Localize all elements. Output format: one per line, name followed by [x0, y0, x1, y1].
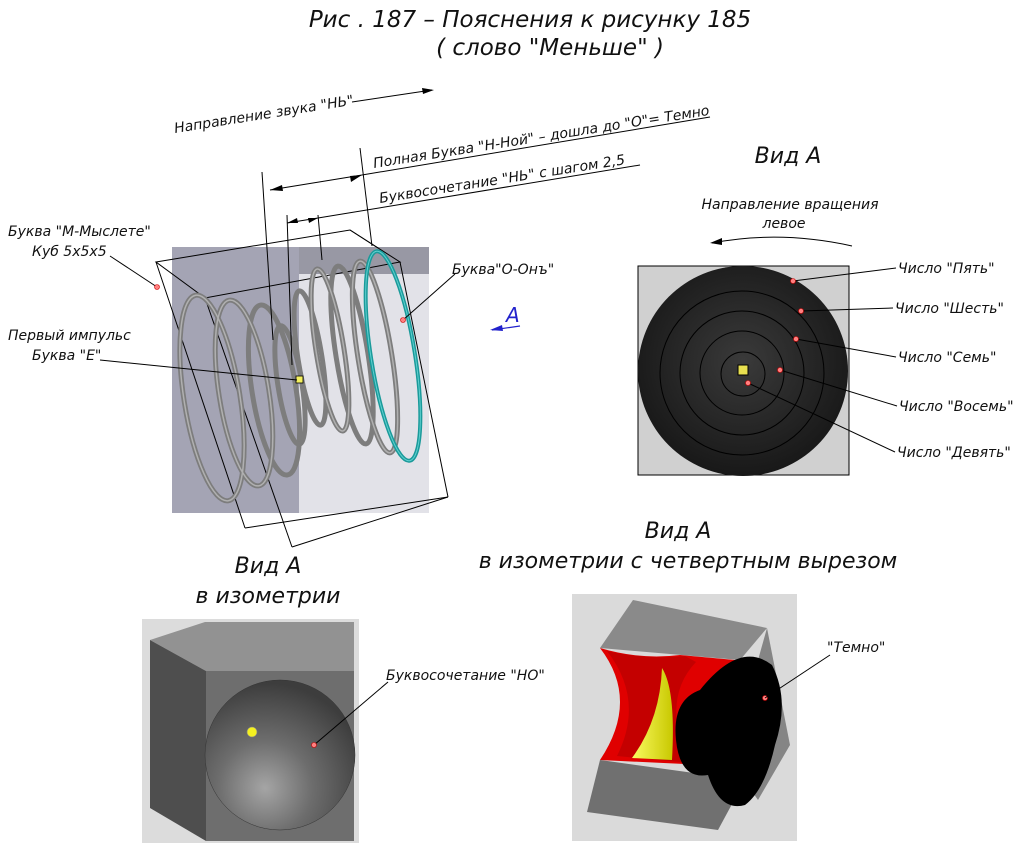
number-seven-marker: [793, 336, 799, 342]
letter-o-leader: [402, 273, 456, 321]
wireframe-cube: [154, 229, 449, 548]
top-view-spiral-rings: [659, 290, 825, 456]
rotation-direction-arrowhead: [710, 238, 722, 245]
full-letter-label: Полная Буква "Н-Ной" – дошла до "О"= Тем…: [372, 103, 710, 172]
figure-title: Рис . 187 – Пояснения к рисунку 185 ( сл…: [309, 7, 751, 61]
isometric-view: Вид А в изометрии Буквосочетание "НО": [142, 554, 545, 843]
iso-view-title-line1: Вид А: [235, 554, 302, 579]
cut-cube-bottom-face: [587, 760, 745, 830]
cut-view-title-line1: Вид А: [645, 519, 712, 544]
number-leaders: [745, 267, 898, 453]
rotation-direction-line2: левое: [762, 216, 806, 232]
number-five-label: Число "Пять": [898, 261, 995, 277]
letter-m-label-line2: Куб 5х5х5: [32, 244, 107, 260]
sound-direction-label: Направление звука "НЬ": [173, 93, 355, 137]
number-six-label: Число "Шесть": [895, 301, 1004, 317]
number-eight-marker: [777, 367, 783, 373]
letter-o-label: Буква"О-Онъ": [452, 262, 554, 278]
number-eight-label: Число "Восемь": [899, 399, 1013, 415]
cut-yellow-surface: [632, 668, 673, 760]
main-helix-view: Направление звука "НЬ" Полная Буква "Н-Н…: [8, 88, 711, 548]
top-view: Вид А Направление вращения левое Число: [637, 144, 1013, 476]
first-impulse-cube: [295, 375, 304, 384]
iso-view-marker: [311, 742, 317, 748]
number-nine-label: Число "Девять": [897, 445, 1011, 461]
sound-direction-arrow: [351, 89, 433, 103]
number-nine-marker: [745, 380, 751, 386]
iso-view-label: Буквосочетание "НО": [386, 668, 545, 684]
number-six-marker: [798, 308, 804, 314]
rotation-direction-line1: Направление вращения: [701, 197, 878, 213]
letter-m-label-line1: Буква "М-Мыслете": [8, 224, 151, 240]
cut-view-title-line2: в изометрии с четвертным вырезом: [479, 549, 898, 574]
first-impulse-label-line1: Первый импульс: [8, 328, 131, 344]
cut-view-leader: [764, 654, 831, 699]
number-five-marker: [790, 278, 796, 284]
letter-m-marker: [154, 284, 160, 290]
isometric-cut-view: Вид А в изометрии с четвертным вырезом "…: [479, 519, 898, 841]
view-a-marker-label: A: [504, 303, 520, 327]
figure-title-line1: Рис . 187 – Пояснения к рисунку 185: [309, 7, 751, 33]
iso-view-leader: [313, 681, 389, 746]
sound-direction-arrowhead: [422, 88, 434, 94]
top-view-center-cube: [737, 364, 749, 376]
letter-o-marker: [400, 317, 406, 323]
iso-view-title-line2: в изометрии: [196, 584, 341, 609]
number-seven-label: Число "Семь": [898, 350, 996, 366]
first-impulse-label-line2: Буква "Е": [32, 348, 101, 364]
cut-red-shade: [607, 651, 696, 763]
iso-sphere-yellow-dot: [246, 726, 258, 738]
cut-dark-region: [675, 656, 782, 807]
cut-view-label: "Темно": [827, 640, 885, 656]
cut-cube-top-face: [600, 600, 767, 660]
iso-sphere: [204, 679, 356, 831]
letter-o-ring-highlight: [365, 250, 421, 462]
dimension-arrows: [270, 175, 362, 223]
letter-m-leader: [109, 255, 158, 288]
helix-highlight: [179, 260, 399, 502]
rotation-direction-arc: [711, 236, 853, 247]
figure-title-line2: ( слово "Меньше" ): [436, 35, 664, 61]
iso-cube-top-face: [150, 622, 354, 671]
first-impulse-leader: [99, 359, 298, 381]
top-view-title: Вид А: [755, 144, 822, 169]
view-a-marker-arrowhead: [490, 325, 503, 331]
iso-cube-left-face: [150, 640, 206, 841]
